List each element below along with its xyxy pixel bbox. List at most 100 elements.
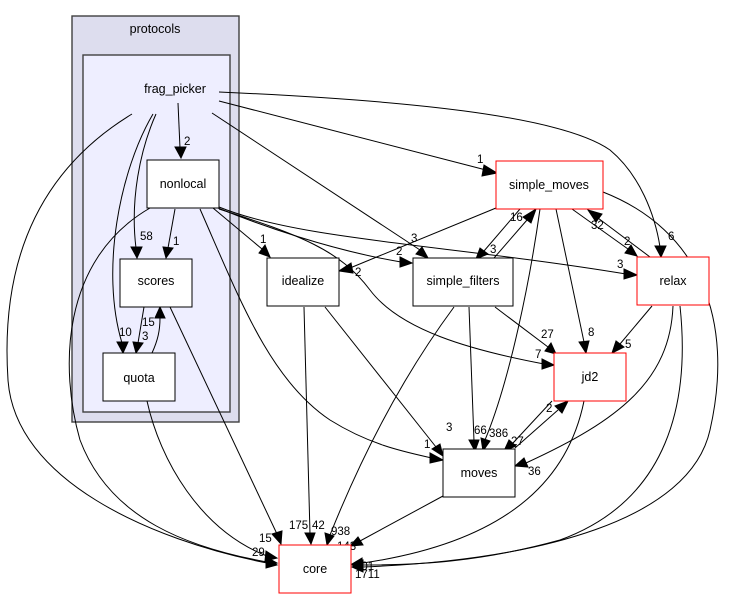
- edge-scores-quota[interactable]: [137, 306, 145, 344]
- edge-nonlocal-moves[interactable]: [199, 208, 433, 459]
- edge-label: 16: [510, 212, 523, 224]
- edge-label: 2: [396, 246, 402, 258]
- edge-label: 2: [546, 403, 552, 415]
- cluster-label-frag-picker: frag_picker: [144, 82, 206, 96]
- arrowhead: [654, 245, 667, 259]
- edge-label: 5: [625, 339, 631, 351]
- node-jd2[interactable]: jd2: [553, 352, 627, 402]
- node-quota[interactable]: quota: [102, 352, 176, 402]
- edge-quota-core[interactable]: [146, 400, 268, 557]
- edge-label: 29: [252, 547, 265, 559]
- node-idealize[interactable]: idealize: [266, 257, 340, 307]
- arrowhead: [481, 164, 499, 177]
- node-label-simple-filters: simple_filters: [427, 274, 500, 288]
- edge-label: 15: [259, 533, 272, 545]
- arrowhead: [480, 437, 491, 453]
- edge-simple_moves-simple_filters[interactable]: [483, 208, 521, 252]
- node-nonlocal[interactable]: nonlocal: [146, 159, 220, 209]
- arrowhead: [271, 530, 283, 546]
- arrowhead: [475, 247, 489, 260]
- edge-label: 42: [312, 520, 325, 532]
- arrowhead: [513, 457, 529, 468]
- edge-relax-simple_moves[interactable]: [597, 217, 651, 258]
- node-simple-moves[interactable]: simple_moves: [495, 160, 604, 210]
- edge-label: 3: [411, 233, 417, 245]
- edge-frag_picker-quota[interactable]: [112, 113, 154, 344]
- edge-moves-jd2[interactable]: [514, 409, 559, 449]
- edge-nonlocal-relax[interactable]: [218, 206, 627, 275]
- edge-jd2-core[interactable]: [362, 400, 585, 564]
- edge-label: 8: [588, 327, 594, 339]
- arrowhead: [611, 340, 625, 354]
- edge-label: 1: [173, 236, 179, 248]
- arrowhead: [623, 268, 639, 280]
- node-label-moves: moves: [461, 466, 498, 480]
- edge-simple_moves-jd2[interactable]: [555, 208, 585, 343]
- edge-quota-scores[interactable]: [151, 317, 161, 354]
- edge-label: 3: [617, 259, 623, 271]
- node-moves[interactable]: moves: [442, 448, 516, 498]
- edge-simple_filters-simple_moves[interactable]: [493, 219, 528, 259]
- edge-label: 66: [474, 425, 487, 437]
- edge-frag_picker-relax[interactable]: [218, 91, 661, 248]
- edge-relax-moves[interactable]: [525, 305, 674, 464]
- node-label-jd2: jd2: [581, 370, 599, 384]
- edge-idealize-moves[interactable]: [324, 306, 437, 448]
- edge-simple_moves-relax[interactable]: [571, 208, 629, 250]
- arrowhead: [154, 305, 166, 319]
- edge-label: 10: [119, 327, 132, 339]
- edge-simple_filters-core[interactable]: [329, 306, 455, 536]
- node-scores[interactable]: scores: [119, 258, 193, 308]
- edge-frag_picker-nonlocal[interactable]: [177, 102, 181, 149]
- edge-simple_filters-jd2[interactable]: [494, 306, 549, 348]
- edge-frag_picker-simple_filters[interactable]: [211, 112, 421, 251]
- edge-label: 3: [490, 244, 496, 256]
- edge-scores-core[interactable]: [169, 306, 278, 535]
- arrowhead: [304, 532, 316, 546]
- edge-label: 7: [535, 349, 541, 361]
- edge-label: 27: [511, 436, 524, 448]
- node-simple-filters[interactable]: simple_filters: [412, 257, 514, 307]
- edge-label: 1711: [355, 569, 380, 581]
- edge-label: 3: [446, 422, 452, 434]
- node-label-quota: quota: [123, 371, 154, 385]
- edge-relax-core[interactable]: [362, 305, 683, 566]
- edge-idealize-core[interactable]: [303, 306, 311, 535]
- edge-nonlocal-jd2[interactable]: [218, 208, 545, 365]
- cluster-label-protocols: protocols: [130, 22, 181, 36]
- edge-moves-core[interactable]: [359, 495, 444, 542]
- edge-frag_picker-core[interactable]: [6, 113, 268, 564]
- node-core[interactable]: core: [278, 544, 352, 594]
- edge-nonlocal-core[interactable]: [68, 207, 268, 563]
- edge-relax-jd2[interactable]: [619, 305, 653, 345]
- edge-frag_picker-simple_moves[interactable]: [218, 100, 487, 171]
- edge-frag_picker-scores[interactable]: [133, 113, 157, 249]
- edge-jd2-moves[interactable]: [512, 400, 553, 444]
- arrowhead: [132, 341, 144, 355]
- arrowhead: [429, 452, 445, 464]
- edge-simple_filters-moves[interactable]: [468, 306, 475, 442]
- arrowhead: [162, 246, 174, 260]
- edge-label: 938: [331, 526, 350, 538]
- edges-layer: 2 58 10 1 6 3 29 1 1: [6, 91, 719, 581]
- arrowhead: [350, 557, 364, 569]
- edge-label: 15: [142, 317, 155, 329]
- node-label-relax: relax: [659, 274, 687, 288]
- edge-nonlocal-idealize[interactable]: [212, 207, 263, 250]
- arrowhead: [399, 256, 414, 268]
- edge-label: 2: [184, 136, 190, 148]
- edge-nonlocal-scores[interactable]: [167, 208, 176, 249]
- edge-label: 3: [142, 331, 148, 343]
- arrowhead: [431, 443, 444, 458]
- arrowhead: [624, 244, 638, 257]
- node-relax[interactable]: relax: [636, 256, 710, 306]
- arrowhead: [258, 244, 271, 258]
- edge-label: 58: [140, 231, 153, 243]
- edge-label: 175: [289, 520, 308, 532]
- edge-simple_moves-moves[interactable]: [484, 208, 541, 441]
- arrowhead: [468, 439, 480, 453]
- node-label-nonlocal: nonlocal: [160, 177, 207, 191]
- edge-simple_moves-idealize[interactable]: [349, 207, 497, 269]
- arrowhead: [116, 341, 129, 355]
